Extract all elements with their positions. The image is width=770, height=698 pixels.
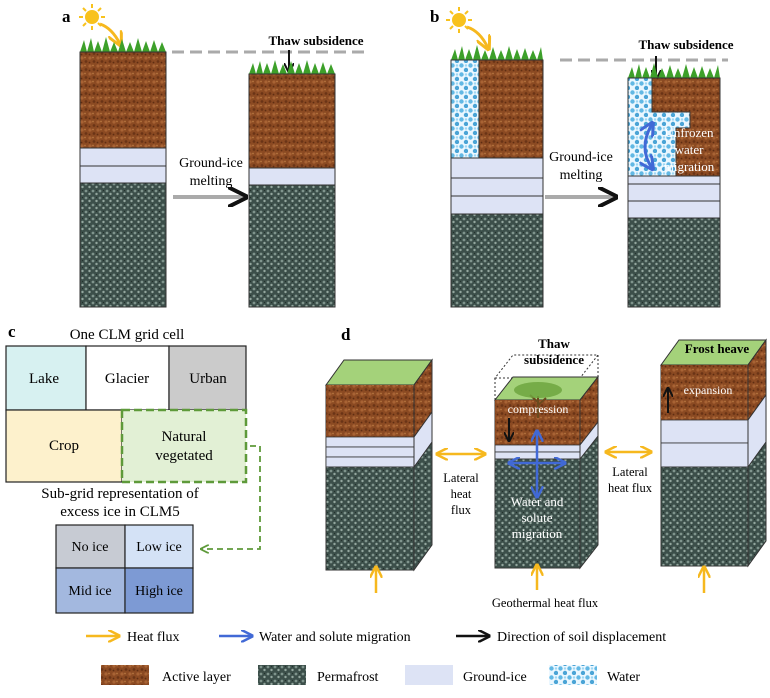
compression-label: compression — [508, 402, 569, 416]
lateral-heat-flux-label-2: heat — [451, 487, 472, 501]
process-label-line2: melting — [560, 168, 603, 183]
thaw-subsidence-label: Thaw subsidence — [269, 33, 364, 48]
geothermal-heat-flux-label: Geothermal heat flux — [492, 596, 599, 610]
grass-icon — [628, 63, 720, 78]
subgrid-title-1: Sub-grid representation of — [41, 486, 198, 502]
active-layer-block — [79, 51, 167, 149]
active-layer-block — [478, 59, 544, 159]
legend-ground-ice-swatch — [405, 665, 453, 685]
water-column — [450, 59, 480, 159]
land-unit-glacier-label: Glacier — [105, 371, 149, 387]
unfrozen-water-label-2: water — [675, 142, 705, 157]
permafrost-block — [627, 217, 721, 308]
panel-a: a Thaw subsidence Ground-ice melting — [62, 4, 365, 308]
ground-ice-band — [627, 200, 721, 219]
subgrid-title-2: excess ice in CLM5 — [60, 504, 180, 520]
subgrid-link-arrow — [202, 445, 261, 549]
ground-ice-band — [248, 167, 336, 186]
land-unit-lake-label: Lake — [29, 371, 59, 387]
panel-d-letter: d — [341, 325, 351, 344]
lateral-heat-flux-label-4: Lateral — [612, 465, 648, 479]
soil-block-3 — [660, 338, 767, 568]
water-migration-label-3: migration — [512, 526, 563, 541]
soil-block-1 — [325, 358, 433, 572]
permafrost-block — [450, 213, 544, 308]
water-migration-label-1: Water and — [511, 494, 564, 509]
lateral-heat-flux-label-3: flux — [451, 503, 472, 517]
ground-ice-band — [79, 165, 167, 184]
land-unit-crop — [5, 409, 123, 483]
lateral-heat-flux-label-1: Lateral — [443, 471, 479, 485]
natural-vegetated-label-1: Natural — [162, 429, 207, 445]
land-unit-lake — [5, 345, 87, 411]
heat-arrow-icon — [466, 25, 488, 48]
lateral-heat-flux-label-5: heat flux — [608, 481, 653, 495]
heat-arrow-icon — [99, 22, 120, 44]
grass-icon — [80, 37, 166, 52]
unfrozen-water-arrow — [645, 124, 652, 168]
grid-cell-title: One CLM grid cell — [70, 327, 185, 343]
land-unit-crop-label: Crop — [49, 438, 79, 454]
ground-ice-band — [450, 157, 544, 179]
tree-icon — [514, 382, 562, 418]
legend-permafrost-swatch — [258, 665, 306, 685]
grass-icon — [249, 60, 335, 74]
panel-b: b Thaw subsidence Ground-ice melting — [430, 7, 734, 308]
grass-icon — [451, 45, 543, 60]
legend-active-layer-label: Active layer — [162, 670, 231, 685]
panel-b-letter: b — [430, 7, 439, 26]
thaw-subsidence-label-2: subsidence — [524, 352, 584, 367]
process-label-line1: Ground-ice — [179, 156, 243, 171]
water-migration-label-2: solute — [521, 510, 552, 525]
legend-water-swatch — [549, 665, 597, 685]
ground-ice-band — [627, 175, 721, 185]
land-unit-urban-label: Urban — [189, 371, 227, 387]
ground-ice-band — [450, 177, 544, 197]
legend-soil-displacement-label: Direction of soil displacement — [497, 630, 666, 645]
legend-heat-flux-label: Heat flux — [127, 630, 179, 645]
sun-icon — [79, 4, 105, 30]
legend-permafrost-label: Permafrost — [317, 670, 379, 685]
ice-class-high-ice — [124, 567, 194, 614]
legend-water-label: Water — [607, 670, 640, 685]
legend-water-migration-label: Water and solute migration — [259, 630, 411, 645]
land-unit-natural-vegetated — [120, 408, 248, 484]
land-unit-urban — [168, 345, 247, 411]
ice-class-mid-ice-label: Mid ice — [68, 584, 111, 599]
legend: Heat flux Water and solute migration Dir… — [86, 630, 666, 685]
panel-c-letter: c — [8, 322, 16, 341]
legend-ground-ice-label: Ground-ice — [463, 670, 527, 685]
ice-class-mid-ice — [55, 567, 126, 614]
process-label-line1: Ground-ice — [549, 150, 613, 165]
ground-ice-band — [79, 147, 167, 167]
natural-vegetated-label-2: vegetated — [155, 448, 213, 464]
ground-ice-band — [627, 183, 721, 202]
unfrozen-water-label-3: migration — [664, 159, 715, 174]
ice-class-high-ice-label: High ice — [135, 584, 183, 599]
permafrost-block — [79, 182, 167, 308]
permafrost-block — [248, 184, 336, 308]
ground-ice-band — [450, 195, 544, 215]
legend-active-layer-swatch — [101, 665, 149, 685]
panel-c: c One CLM grid cell Lake Glacier Urban C… — [5, 322, 261, 614]
panel-d: d Lateral heat flux — [325, 325, 767, 610]
sun-icon — [446, 7, 472, 33]
active-layer-block — [248, 73, 336, 169]
ice-class-no-ice-label: No ice — [72, 540, 109, 555]
ice-class-low-ice — [124, 524, 194, 569]
process-label-line2: melting — [190, 174, 233, 189]
ice-class-low-ice-label: Low ice — [136, 540, 181, 555]
expansion-label: expansion — [684, 383, 733, 397]
unfrozen-water-label-1: Unfrozen — [664, 125, 714, 140]
thaw-subsidence-label: Thaw subsidence — [639, 37, 734, 52]
thaw-subsidence-label-1: Thaw — [538, 336, 570, 351]
frost-heave-label: Frost heave — [685, 341, 750, 356]
panel-a-letter: a — [62, 7, 71, 26]
